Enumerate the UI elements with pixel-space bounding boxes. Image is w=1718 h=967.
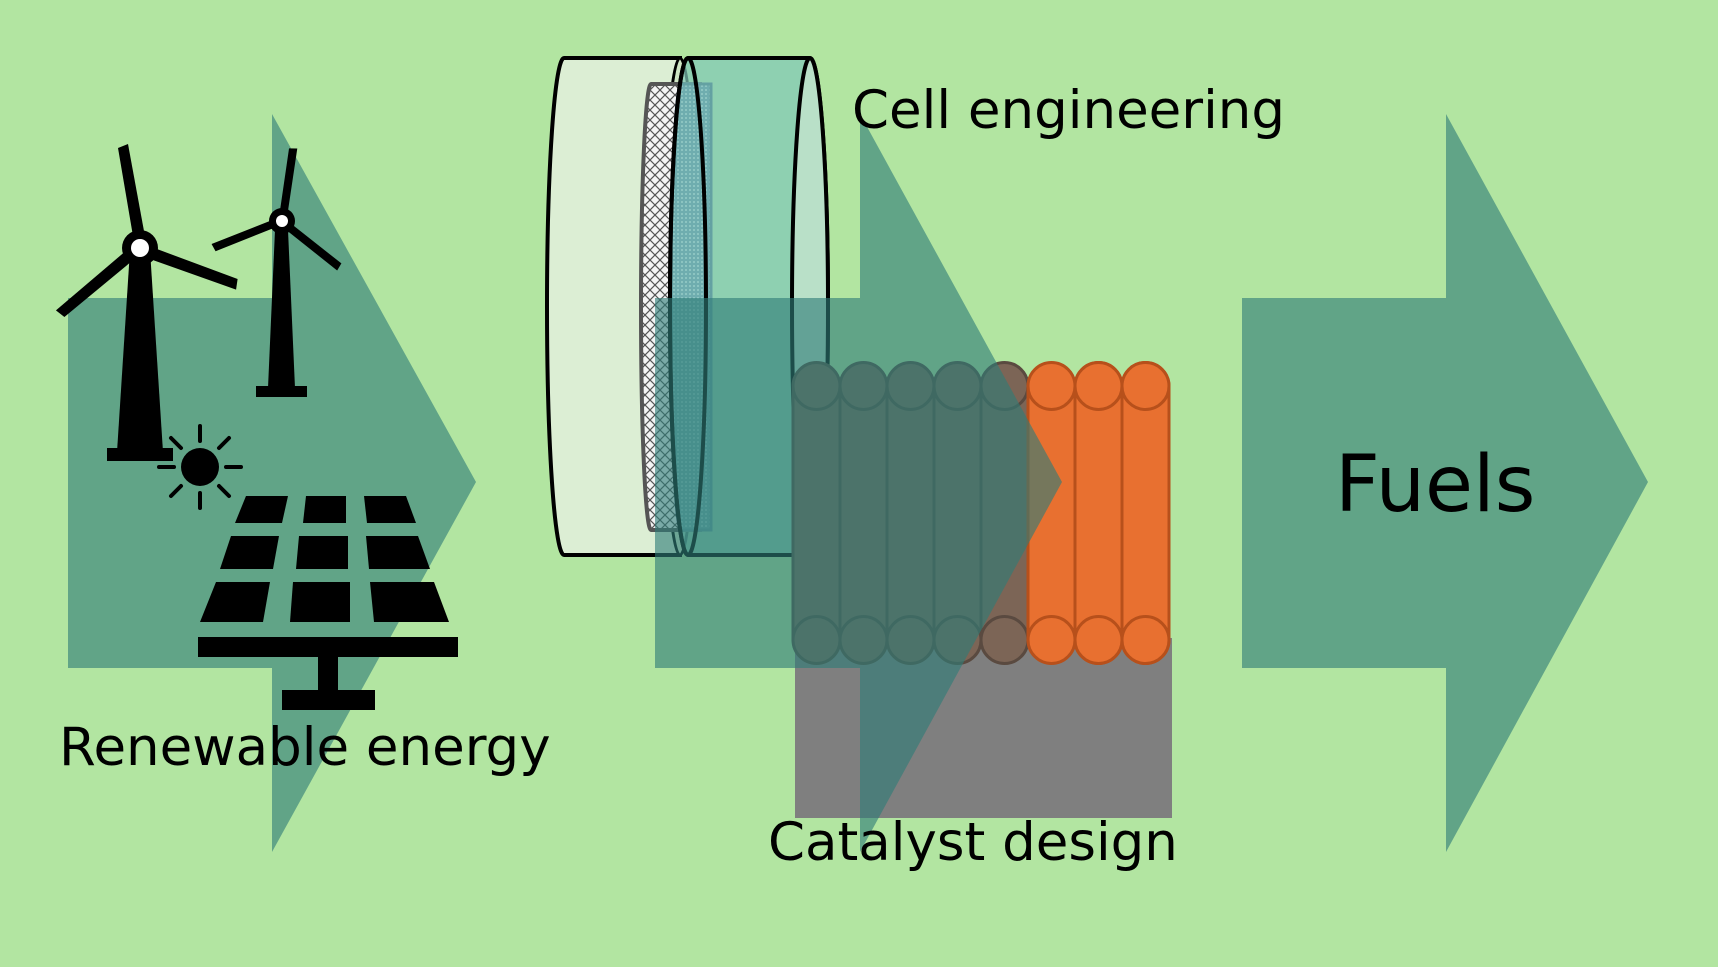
- wind-turbine-icon: [211, 148, 342, 397]
- wind-turbine-icon: [55, 144, 238, 461]
- sun-icon: [157, 424, 243, 510]
- arrow-3: [1242, 114, 1648, 852]
- cell-engineering-group: Cell engineering Catalyst design: [545, 56, 1285, 873]
- catalyst-nanorods-highlight: [1073, 361, 1171, 665]
- fuels-label: Fuels: [1335, 440, 1535, 530]
- renewable-energy-group: Renewable energy: [55, 114, 551, 852]
- fuels-group: Fuels: [1242, 114, 1648, 852]
- solar-panel-icon: [198, 496, 458, 710]
- arrow-2: [655, 114, 1062, 852]
- arrow-1: [68, 114, 476, 852]
- catalyst-design-label: Catalyst design: [768, 812, 1178, 873]
- renewable-energy-label: Renewable energy: [59, 717, 551, 778]
- cell-engineering-label: Cell engineering: [852, 80, 1285, 141]
